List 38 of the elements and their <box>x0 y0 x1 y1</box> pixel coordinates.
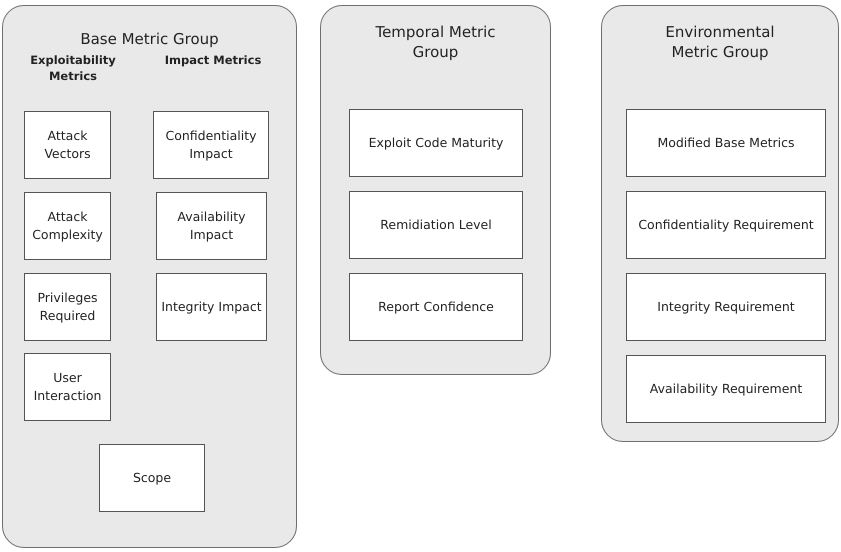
metric-box <box>156 192 267 260</box>
metric-box <box>626 191 826 259</box>
metric-box <box>626 109 826 177</box>
metric-box <box>153 111 269 179</box>
metric-label: Integrity Impact <box>160 298 263 316</box>
metric-group-panel <box>2 5 297 548</box>
metric-label: Confidentiality Impact <box>164 126 258 163</box>
metric-label: Attack Complexity <box>31 208 104 244</box>
metric-box <box>349 191 523 259</box>
metric-box <box>349 109 523 177</box>
metric-label: User Interaction <box>32 368 102 405</box>
metric-label: Remidiation Level <box>379 216 493 234</box>
group-title: Environmental Metric Group <box>664 23 776 62</box>
metric-label: Privileges Required <box>36 288 99 325</box>
metric-box <box>626 273 826 341</box>
metric-group-panel <box>320 5 551 375</box>
metric-box <box>626 355 826 423</box>
metric-box <box>99 444 205 512</box>
metric-label: Integrity Requirement <box>656 298 796 316</box>
metric-box <box>24 192 111 260</box>
metric-group-panel <box>601 5 839 442</box>
column-heading: Impact Metrics <box>164 53 262 69</box>
metric-label: Availability Requirement <box>648 380 804 398</box>
metric-label: Modified Base Metrics <box>656 134 796 152</box>
metric-box <box>349 273 523 341</box>
metric-box <box>24 273 111 341</box>
column-heading: Exploitability Metrics <box>29 53 117 84</box>
metric-label: Attack Vectors <box>43 126 92 163</box>
metric-box <box>24 111 111 179</box>
metric-label: Scope <box>132 468 172 487</box>
metric-label: Confidentiality Requirement <box>637 216 815 234</box>
metric-box <box>156 273 267 341</box>
metric-box <box>24 353 111 421</box>
group-title: Temporal Metric Group <box>374 23 497 62</box>
metric-label: Exploit Code Maturity <box>368 134 504 152</box>
metric-label: Availability Impact <box>176 208 247 244</box>
metric-label: Report Confidence <box>377 298 495 316</box>
group-title: Base Metric Group <box>79 30 220 50</box>
